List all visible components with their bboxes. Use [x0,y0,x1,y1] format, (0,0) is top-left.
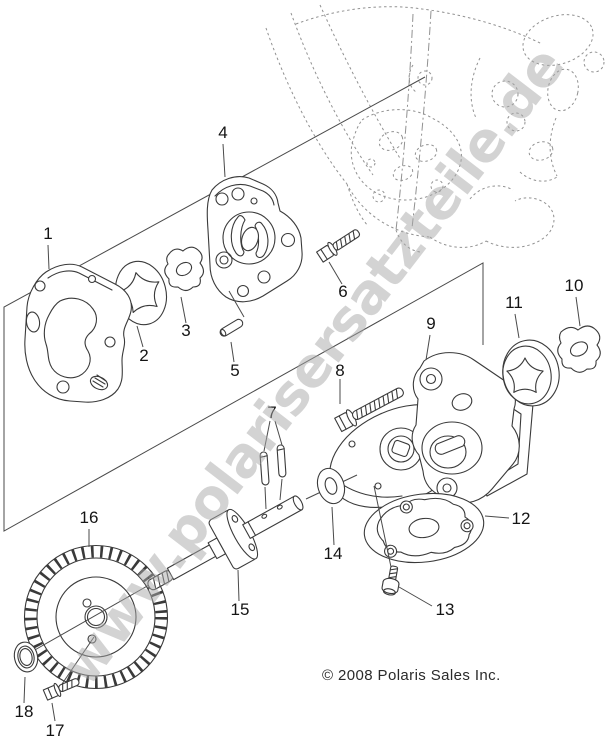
part-17-screw [42,678,80,701]
bolt-17-alignment-line [61,636,95,685]
callout-10: 10 [565,276,584,295]
part-4-pump-plate [206,176,303,303]
callout-2: 2 [139,346,148,365]
part-12-pump-cover [363,492,485,564]
gear-axis-line [32,584,150,652]
callout-18: 18 [15,702,34,721]
part-14-washer [316,467,346,505]
part-3-inner-rotor [164,246,205,292]
callout-17: 17 [46,721,65,740]
part-13-screw [381,565,400,596]
part-9-oil-pump-housing [329,352,534,509]
callout-8: 8 [335,361,344,380]
callout-7: 7 [267,403,276,422]
part-5-dowel-pin [219,318,244,337]
part-8-bolt [334,387,404,433]
callout-16: 16 [80,508,99,527]
callout-12: 12 [512,509,531,528]
part-7-pins [259,444,287,510]
part-16-pump-gear [23,544,169,690]
callout-1: 1 [43,224,52,243]
screw-13-alignment-line [373,485,392,568]
leader-lines [23,143,581,722]
part-18-washer [13,641,39,673]
section-plane-frame [3,76,484,532]
part-6-screw [316,229,361,263]
callout-5: 5 [230,361,239,380]
callout-14: 14 [324,544,343,563]
copyright-text: © 2008 Polaris Sales Inc. [322,667,501,684]
pin-5-alignment-line [228,290,245,318]
callout-4: 4 [218,123,227,142]
crankcase-phantom-outline [265,4,605,253]
callout-15: 15 [231,600,250,619]
part-11-outer-rotor [502,339,560,407]
callout-6: 6 [338,282,347,301]
part-10-inner-rotor [557,325,601,373]
callout-3: 3 [181,321,190,340]
callout-11: 11 [505,293,523,312]
part-15-pump-shaft [147,495,304,591]
part-1-oil-pump-body [24,263,132,403]
callout-9: 9 [426,314,435,333]
callout-13: 13 [436,600,455,619]
